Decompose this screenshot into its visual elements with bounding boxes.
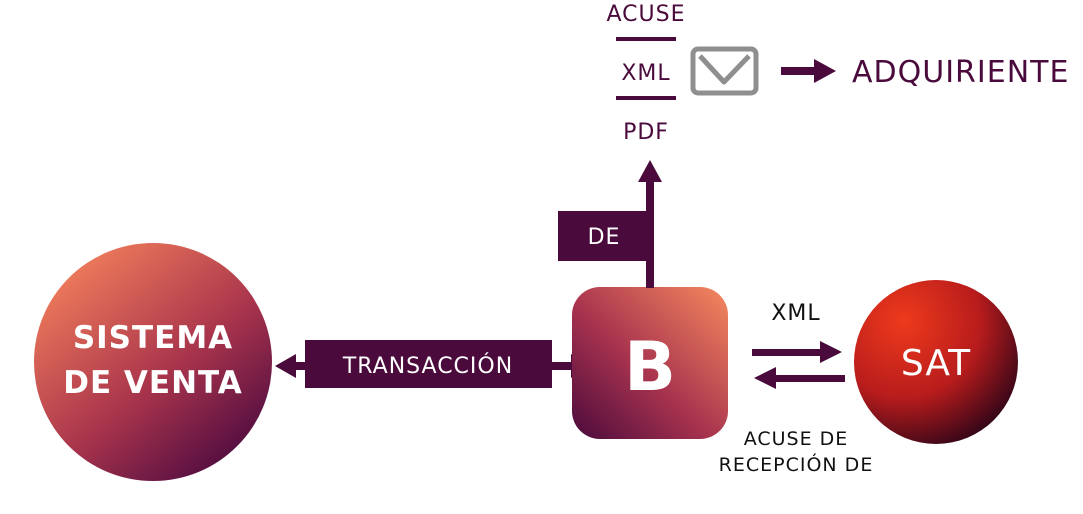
adquiriente-label: ADQUIRIENTE — [852, 55, 1069, 90]
stack-pdf-label: PDF — [623, 120, 669, 145]
sistema-de-venta-node: SISTEMA DE VENTA — [34, 243, 272, 481]
b-node: B — [572, 287, 728, 439]
envelope-icon — [690, 46, 759, 96]
sat-circle — [854, 280, 1018, 444]
sistema-label-line1: SISTEMA — [73, 320, 233, 356]
transaccion-connector: TRANSACCIÓN — [275, 340, 592, 388]
adquiriente-arrow-shaft — [781, 67, 817, 75]
arrow-left-head-icon — [754, 367, 776, 389]
de-label-box — [558, 211, 650, 261]
acuse-label-line2: RECEPCIÓN DE — [719, 452, 874, 476]
arrow-right-head-icon — [820, 341, 842, 363]
stack-divider-top — [616, 37, 676, 41]
de-label: DE — [588, 225, 621, 250]
adquiriente-connector — [781, 59, 836, 83]
transaccion-label-box — [305, 340, 552, 388]
arrow-right-head-icon — [814, 59, 836, 83]
arrow-left-head-icon — [275, 354, 296, 378]
b-box — [572, 287, 728, 439]
b-label: B — [624, 328, 676, 407]
transaccion-label: TRANSACCIÓN — [342, 353, 513, 379]
sistema-label-line2: DE VENTA — [63, 365, 243, 401]
xml-arrow-shaft — [752, 349, 822, 356]
de-connector: DE — [558, 160, 662, 288]
sat-label: SAT — [901, 343, 971, 384]
sat-node: SAT — [854, 280, 1018, 444]
xml-to-sat-label: XML — [771, 301, 820, 326]
acuse-label-line1: ACUSE DE — [744, 428, 849, 450]
arrow-up-head-icon — [638, 160, 662, 182]
stack-acuse-label: ACUSE — [607, 2, 686, 27]
stack-xml-label: XML — [621, 61, 670, 86]
document-stack: ACUSE XML PDF — [607, 2, 686, 145]
stack-divider-bottom — [616, 96, 676, 100]
acuse-arrow-shaft — [775, 375, 845, 382]
sat-connector: XML ACUSE DE RECEPCIÓN DE — [719, 301, 874, 476]
sistema-circle — [34, 243, 272, 481]
